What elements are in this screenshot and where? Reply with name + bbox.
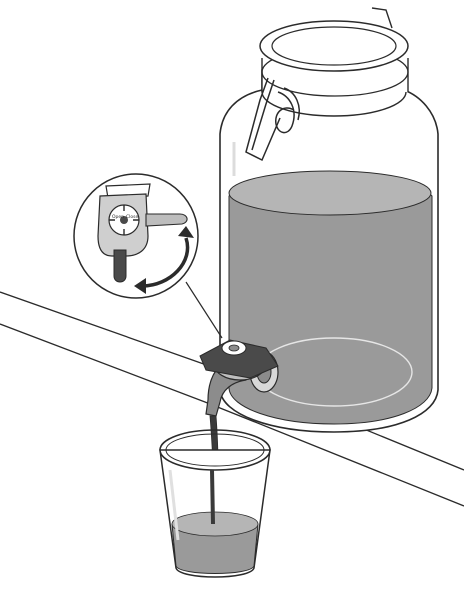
jar-liquid-surface	[229, 171, 431, 215]
callout-pointer	[186, 282, 222, 338]
callout-spout	[114, 250, 126, 282]
cup-liquid-surface	[172, 512, 258, 536]
jar-opening	[272, 27, 396, 65]
drinking-cup	[160, 430, 270, 577]
callout-close-label: Close	[126, 214, 138, 220]
callout-lever	[146, 214, 187, 226]
callout-open-label: Open	[112, 214, 124, 220]
callout-detail: Open Close	[74, 174, 198, 298]
